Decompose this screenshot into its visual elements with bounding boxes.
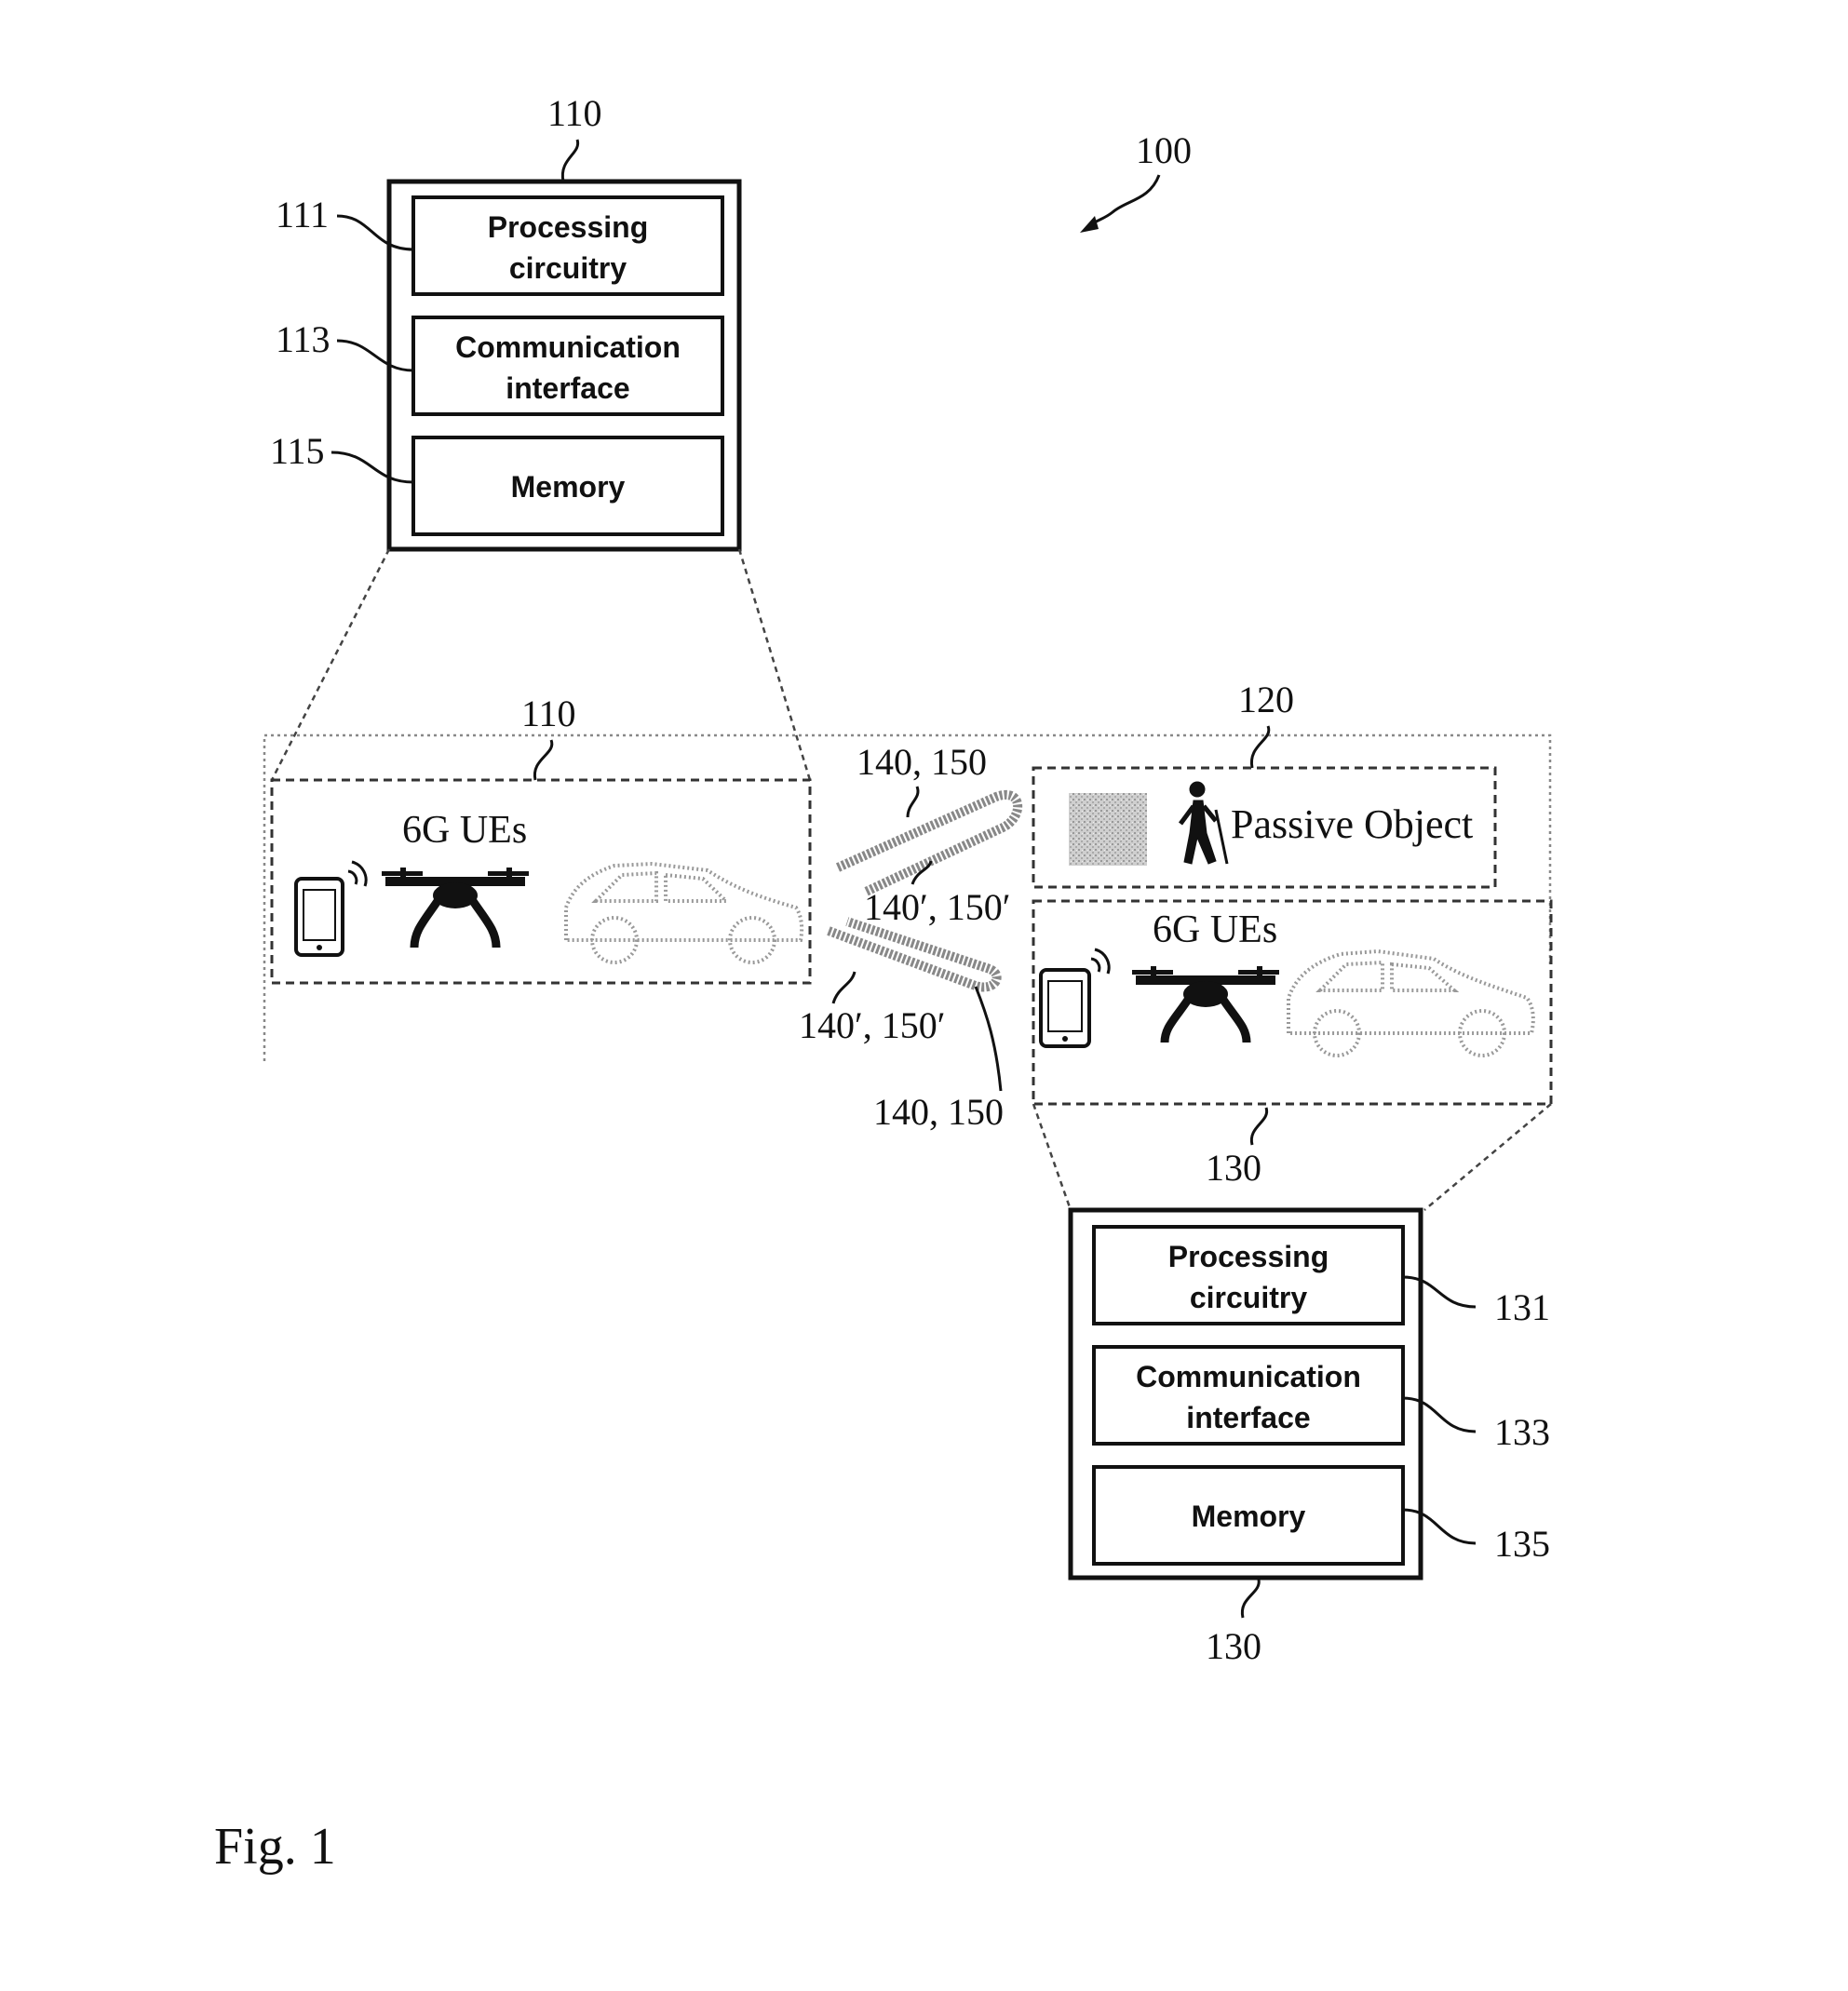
- ue-group-130-title: 6G UEs: [1153, 908, 1277, 951]
- ref-131-leader: [1402, 1275, 1477, 1309]
- device-110-memory-label: Memory: [511, 470, 626, 504]
- ref-133-leader: [1402, 1396, 1477, 1433]
- device-130-processing-line1: Processing: [1168, 1240, 1329, 1273]
- zoom-line-110-right: [737, 548, 812, 781]
- smartphone-icon: [1039, 948, 1111, 1048]
- link-label-lower-left-leader: [831, 971, 857, 1004]
- system-ref-arrow: [1086, 174, 1161, 229]
- link-upper: [835, 790, 1023, 896]
- device-110-ref-leader: [560, 139, 580, 182]
- ref-135-leader: [1402, 1508, 1477, 1545]
- ref-133: 133: [1494, 1411, 1550, 1453]
- device-110-processing-box: [411, 195, 724, 296]
- device-130-memory-label: Memory: [1192, 1500, 1306, 1533]
- link-label-upper-bottom-leader: [911, 860, 933, 885]
- link-lower: [827, 917, 1002, 992]
- ue-group-110: 110 6G UEs: [270, 693, 812, 985]
- device-110-comm-line2: interface: [506, 371, 629, 405]
- drone-icon: [1132, 966, 1279, 1043]
- drone-icon: [382, 868, 529, 948]
- car-icon: [1287, 948, 1535, 1057]
- ue-group-110-title: 6G UEs: [402, 809, 527, 852]
- device-130-comm-box: [1092, 1345, 1405, 1446]
- passive-object-label: Passive Object: [1231, 801, 1473, 847]
- ue-group-130-frame: [1032, 899, 1553, 1106]
- device-130-ref-bottom: 130: [1206, 1625, 1261, 1667]
- car-icon: [564, 861, 804, 964]
- noise-pattern-icon: [1069, 793, 1147, 866]
- device-110-processing-line2: circuitry: [509, 251, 627, 285]
- device-110-comm-box: [411, 316, 724, 416]
- ref-135: 135: [1494, 1523, 1550, 1565]
- link-label-lower-bottom-leader: [974, 986, 1003, 1092]
- zoom-line-130-left: [1032, 1103, 1072, 1211]
- figure-label: Fig. 1: [214, 1818, 336, 1876]
- link-label-upper-top: 140, 150: [857, 741, 987, 783]
- system-ref-label: 100: [1136, 129, 1192, 171]
- system-ref-100: 100: [1080, 129, 1192, 233]
- device-130-comm-line2: interface: [1186, 1401, 1310, 1434]
- ref-115-leader: [330, 451, 414, 484]
- ue-group-110-ref-leader: [533, 739, 554, 781]
- link-label-upper-bottom: 140′, 150′: [864, 886, 1011, 928]
- ref-115: 115: [270, 430, 325, 472]
- device-130-processing-line2: circuitry: [1190, 1281, 1307, 1314]
- passive-object-ref: 120: [1238, 679, 1294, 720]
- passive-object-120: 120 Passive Object: [1032, 679, 1497, 889]
- ref-111: 111: [276, 194, 329, 235]
- links: 140, 150 140′, 150′ 140′, 150′ 140, 150: [799, 741, 1023, 1133]
- walking-person-icon: [1178, 781, 1229, 865]
- environment-outline: [263, 733, 1552, 1061]
- device-110-ref: 110: [547, 92, 602, 134]
- ue-group-130: 6G UEs: [1032, 899, 1553, 1106]
- device-130-ref-top: 130: [1206, 1147, 1261, 1189]
- device-130-ref-top-leader: [1249, 1107, 1269, 1146]
- link-label-upper-top-leader: [906, 786, 920, 818]
- ue-group-110-ref: 110: [521, 693, 576, 734]
- zoom-line-130-right: [1423, 1103, 1552, 1211]
- device-130-memory-box: [1092, 1465, 1405, 1566]
- smartphone-icon: [294, 860, 368, 957]
- device-110-comm-line1: Communication: [455, 330, 681, 364]
- device-130-ref-bottom-leader: [1240, 1579, 1261, 1619]
- zoom-line-110-left: [270, 548, 391, 781]
- device-110-memory-box: [411, 436, 724, 536]
- ref-113: 113: [276, 318, 330, 360]
- ref-131: 131: [1494, 1286, 1550, 1328]
- device-130: 130 Processing circuitry Communication i…: [1032, 1103, 1552, 1667]
- ref-113-leader: [336, 339, 414, 372]
- ref-111-leader: [336, 214, 414, 251]
- device-110-processing-line1: Processing: [488, 210, 649, 244]
- device-130-comm-line1: Communication: [1136, 1360, 1361, 1393]
- link-label-lower-bottom: 140, 150: [873, 1091, 1004, 1133]
- system-ref-arrowhead: [1080, 216, 1099, 233]
- passive-object-frame: [1032, 766, 1497, 889]
- link-label-lower-left: 140′, 150′: [799, 1004, 946, 1046]
- device-130-processing-box: [1092, 1225, 1405, 1325]
- ue-group-110-frame: [270, 778, 812, 985]
- device-110: 110 Processing circuitry Communication i…: [270, 92, 742, 552]
- passive-object-ref-leader: [1249, 725, 1271, 769]
